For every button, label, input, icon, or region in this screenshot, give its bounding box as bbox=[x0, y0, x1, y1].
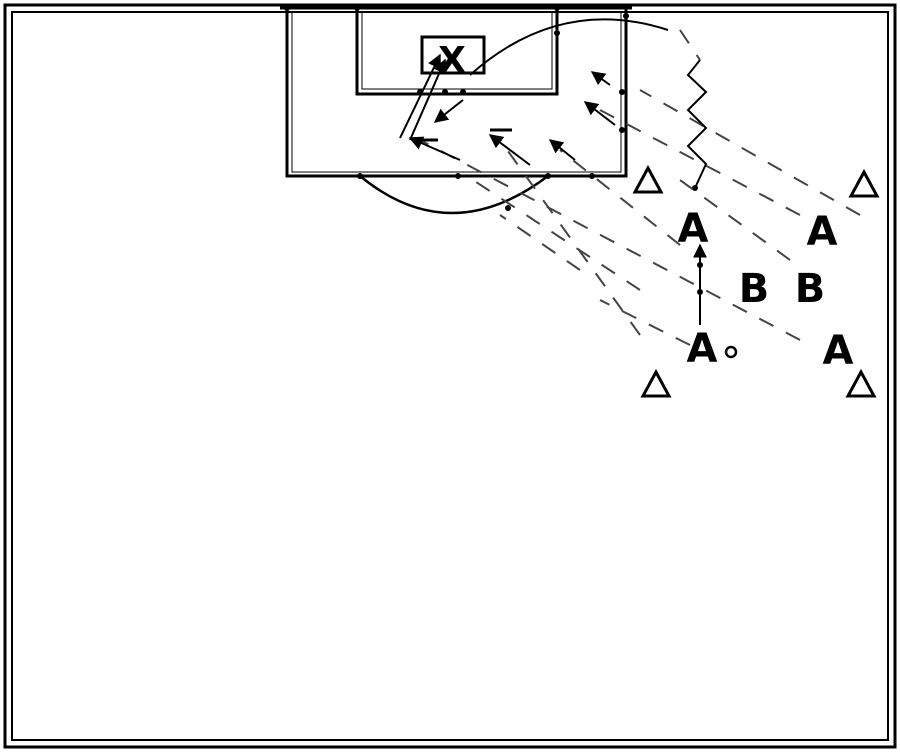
cone-icon bbox=[632, 164, 664, 194]
player-b-right: B bbox=[795, 266, 826, 312]
cone-icon bbox=[845, 368, 877, 398]
goal-area-inner bbox=[361, 11, 553, 90]
player-b-center: B bbox=[739, 266, 770, 312]
field-border-outer bbox=[3, 3, 897, 749]
player-a-bottom-center: A bbox=[687, 326, 718, 372]
player-a-top-right: A bbox=[807, 209, 838, 255]
movement-arrows bbox=[399, 53, 707, 325]
goal-box bbox=[420, 35, 486, 75]
goal-mark: X bbox=[438, 40, 466, 81]
dribble-line bbox=[686, 59, 708, 189]
cone-icon bbox=[848, 168, 880, 198]
cone-icon bbox=[640, 368, 672, 398]
pass-lines bbox=[419, 29, 861, 346]
line-nodes bbox=[284, 5, 703, 295]
goal-area bbox=[355, 6, 559, 96]
player-a-top-center: A bbox=[678, 206, 709, 252]
player-a-bottom-right: A bbox=[823, 328, 854, 374]
top-arc bbox=[469, 18, 669, 76]
field-border-inner bbox=[11, 11, 889, 741]
ball-icon bbox=[724, 345, 738, 359]
penalty-arc bbox=[359, 175, 549, 215]
penalty-area bbox=[285, 6, 628, 178]
